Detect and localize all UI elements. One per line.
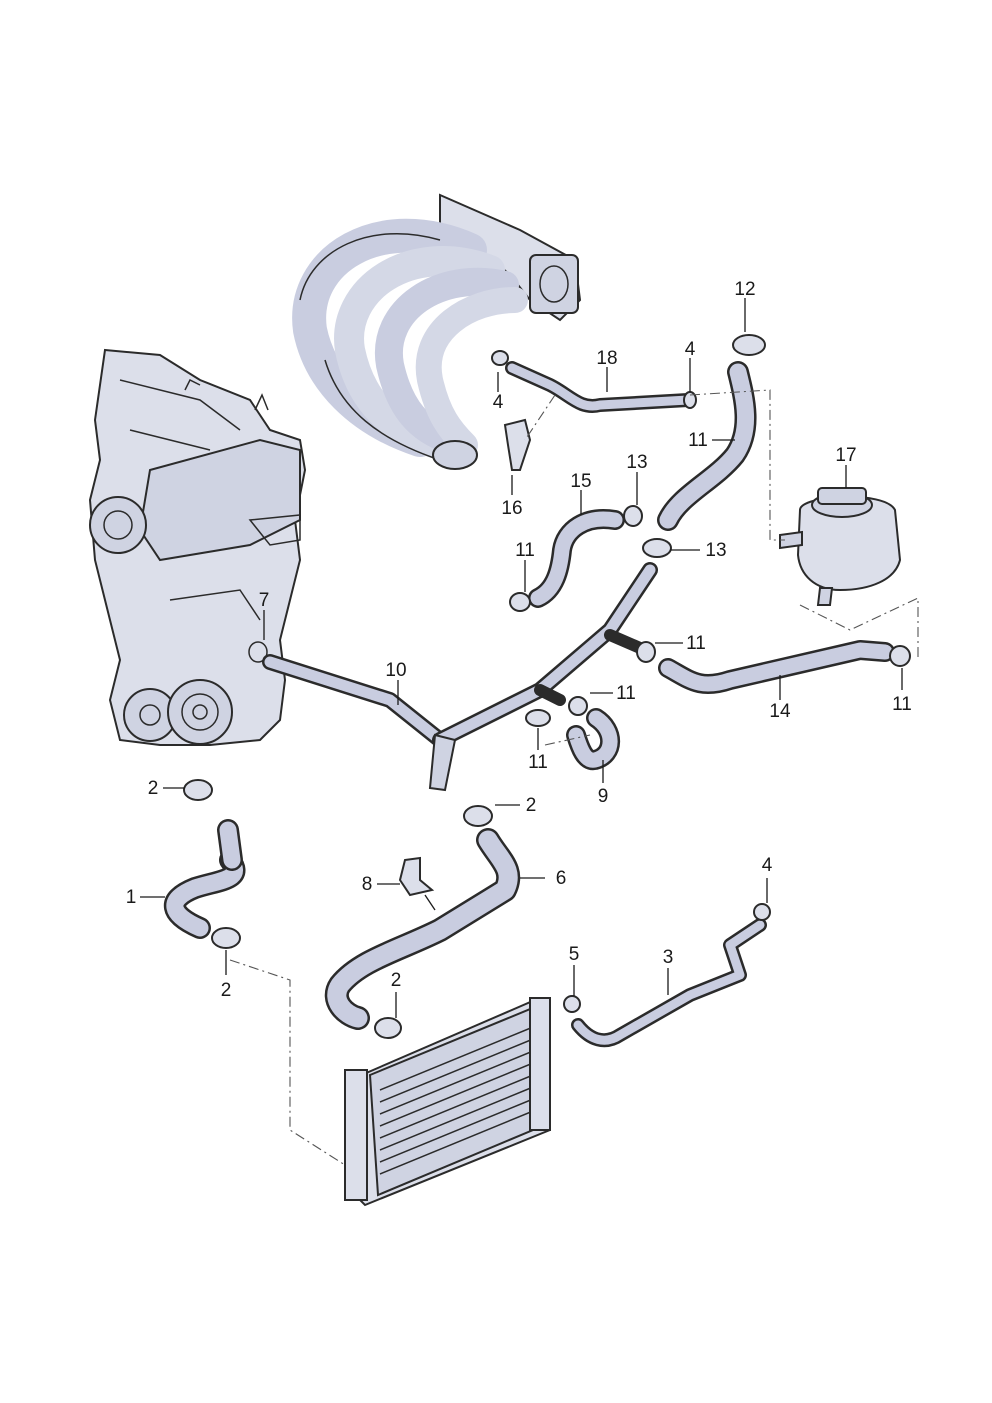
label-13b: 13 — [626, 452, 647, 473]
label-8: 7 — [259, 590, 270, 611]
callout-labels: 12 18 4 4 11 17 13 15 16 13 11 7 11 10 1… — [126, 279, 912, 1001]
label-9: 9 — [598, 786, 609, 807]
label-2c: 2 — [221, 980, 232, 1001]
label-11a: 11 — [515, 540, 535, 561]
label-11c: 11 — [616, 683, 636, 704]
label-17: 17 — [835, 445, 856, 466]
label-14: 14 — [769, 701, 791, 722]
label-13c: 13 — [705, 540, 726, 561]
leader-lines — [140, 298, 903, 1018]
label-2b: 2 — [526, 795, 537, 816]
label-2a: 2 — [148, 778, 159, 799]
engine-block — [88, 348, 307, 746]
label-7: 8 — [362, 874, 373, 895]
label-16: 16 — [501, 498, 522, 519]
label-11e: 11 — [528, 752, 548, 773]
intake-manifold — [292, 193, 582, 470]
clamps — [183, 334, 911, 1039]
radiator — [344, 997, 551, 1207]
label-4b: 4 — [493, 392, 504, 413]
label-1: 1 — [126, 887, 137, 908]
label-5: 5 — [569, 944, 580, 965]
label-3: 3 — [663, 947, 674, 968]
label-4c: 4 — [762, 855, 773, 876]
expansion-tank — [779, 487, 902, 606]
label-11d: 11 — [892, 694, 912, 715]
label-6: 6 — [556, 868, 567, 889]
label-11b: 11 — [686, 633, 706, 654]
label-2d: 2 — [391, 970, 402, 991]
label-4a: 4 — [685, 339, 696, 360]
label-15: 15 — [570, 471, 591, 492]
label-18: 18 — [596, 348, 617, 369]
label-13a: 12 — [734, 279, 755, 300]
guide-lines — [229, 389, 919, 1166]
label-10: 10 — [385, 660, 406, 681]
hoses — [164, 361, 895, 1048]
label-12: 11 — [688, 430, 708, 451]
